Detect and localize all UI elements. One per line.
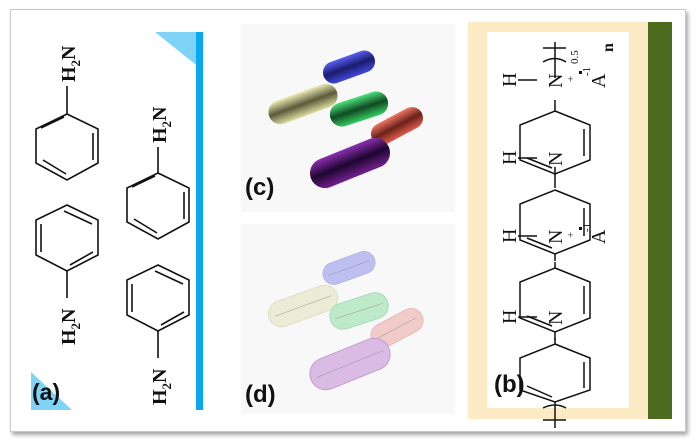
atom-h: H bbox=[499, 229, 521, 243]
anion-charge: -1 bbox=[581, 67, 593, 76]
atom-h: H bbox=[499, 310, 521, 324]
panel-c-label: (c) bbox=[245, 174, 275, 201]
amine-label: H2N bbox=[58, 308, 83, 345]
charge-plus: + bbox=[565, 76, 577, 82]
panel-a-corner-triangle-bottom bbox=[31, 372, 72, 410]
atom-n: N bbox=[545, 152, 567, 166]
panel-b-side-bar bbox=[648, 22, 672, 419]
amine-label: H2N bbox=[149, 106, 174, 143]
panel-a-blue-bar bbox=[196, 32, 203, 410]
charge-plus: + bbox=[565, 232, 577, 238]
anion-a: A bbox=[588, 73, 610, 88]
repeat-n: n bbox=[600, 43, 617, 52]
atom-h: H bbox=[499, 151, 521, 165]
tube-yellow bbox=[268, 83, 338, 125]
panel-b-label: (b) bbox=[494, 371, 525, 398]
panel-d-label: (d) bbox=[245, 381, 276, 408]
atom-n: N bbox=[545, 311, 567, 325]
tube-green bbox=[329, 91, 389, 127]
amine-label: H2N bbox=[149, 368, 174, 405]
amine-label: H2N bbox=[58, 45, 83, 82]
panel-a-label: (a) bbox=[32, 379, 61, 405]
atom-n: N bbox=[545, 74, 567, 88]
atom-n: N bbox=[545, 230, 567, 244]
tube-purple bbox=[309, 137, 391, 189]
atom-h: H bbox=[499, 73, 521, 87]
anion-a: A bbox=[588, 229, 610, 244]
tube-blue bbox=[322, 50, 376, 84]
anion-charge: -1 bbox=[581, 223, 593, 232]
tube-red bbox=[370, 107, 424, 145]
subscript-0-5: 0.5 bbox=[569, 50, 581, 64]
